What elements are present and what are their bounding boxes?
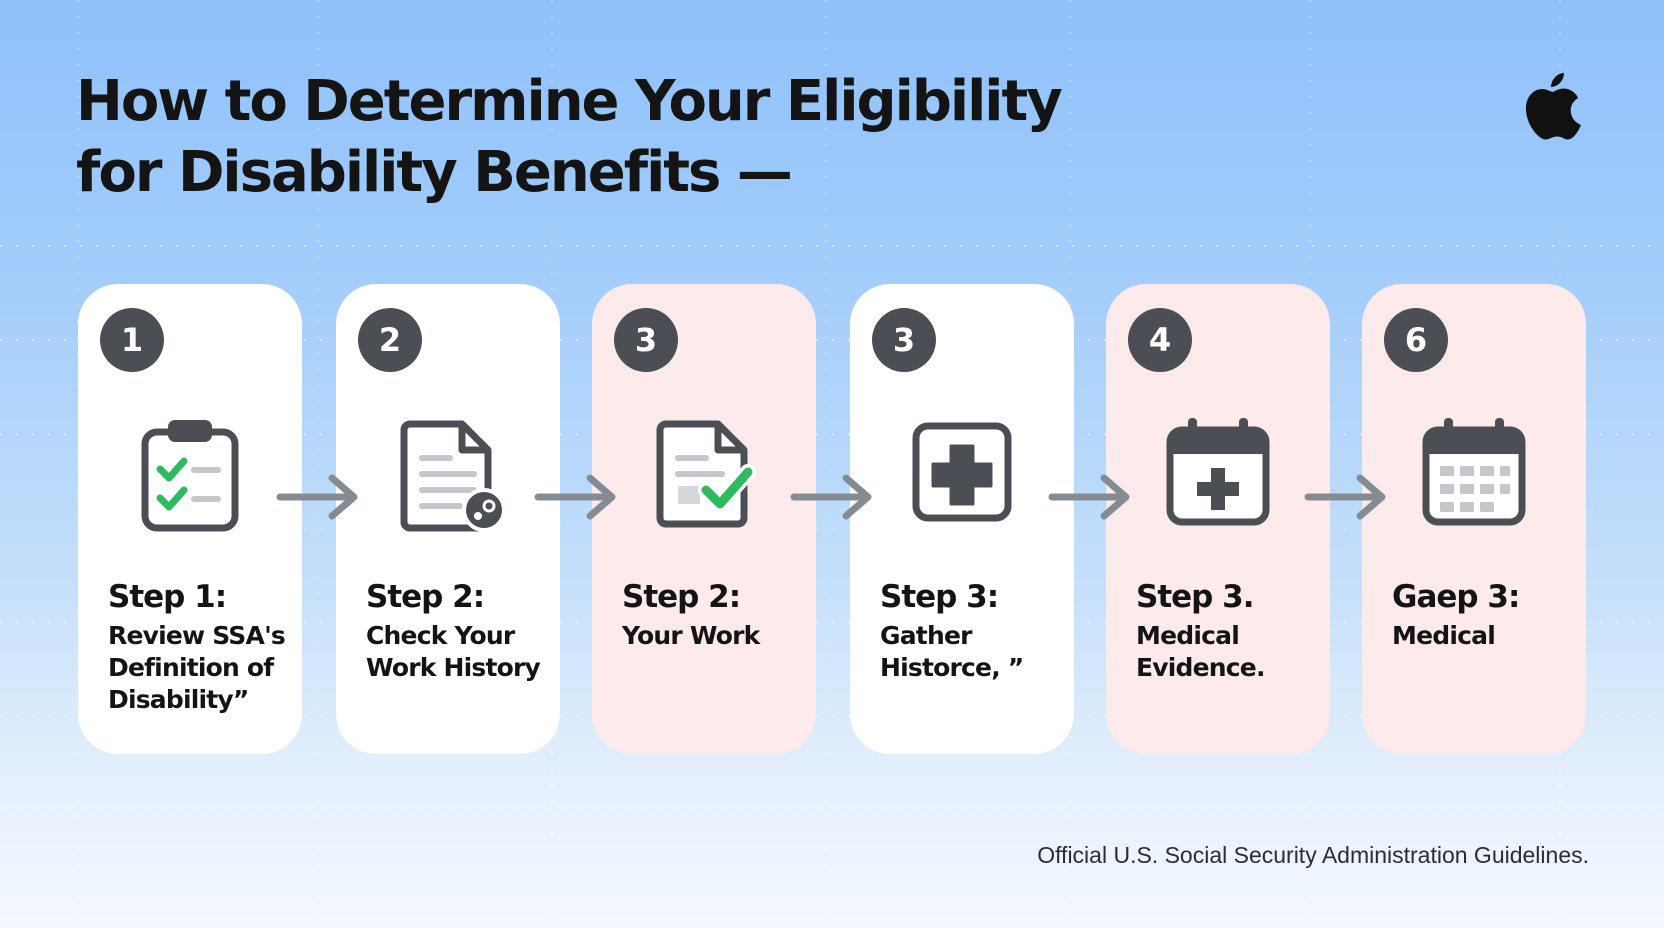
arrow-right-icon — [1304, 474, 1386, 520]
step-card-4: 3 Step 3: Gather Historce, ” — [850, 284, 1074, 754]
apple-logo-icon — [1525, 73, 1581, 140]
step-description: Your Work — [622, 621, 760, 650]
step-number-badge: 1 — [100, 308, 164, 372]
arrow-right-icon — [276, 474, 358, 520]
footer-source-note: Official U.S. Social Security Administra… — [1037, 842, 1589, 868]
step-number-badge: 3 — [614, 308, 678, 372]
document-icon — [400, 420, 506, 532]
step-description: Review SSA's Definition of Disability” — [108, 621, 286, 714]
step-card-1: 1 Step 1: Review SSA's Definition of Dis… — [78, 284, 302, 754]
step-number-badge: 2 — [358, 308, 422, 372]
step-description: Check Your Work History — [366, 621, 541, 682]
step-title: Gaep 3: — [1392, 579, 1520, 615]
step-card-6: 6 Gaep 3: Medical — [1362, 284, 1586, 754]
step-number-badge: 4 — [1128, 308, 1192, 372]
step-description: Gather Historce, ” — [880, 621, 1024, 682]
step-number-badge: 6 — [1384, 308, 1448, 372]
step-description: Medical Evidence. — [1136, 621, 1265, 682]
medical-calendar-icon — [1166, 418, 1270, 526]
step-title: Step 2: — [366, 579, 485, 615]
title-line-2: for Disability Benefits — — [76, 140, 793, 205]
clipboard-checklist-icon — [141, 420, 239, 532]
calendar-icon — [1422, 418, 1526, 526]
step-number-badge: 3 — [872, 308, 936, 372]
title-line-1: How to Determine Your Eligibility — [76, 69, 1063, 134]
arrow-right-icon — [1048, 474, 1130, 520]
step-title: Step 3: — [880, 579, 999, 615]
page-title: How to Determine Your Eligibility for Di… — [76, 66, 1063, 208]
step-card-3: 3 Step 2: Your Work — [592, 284, 816, 754]
step-description: Medical — [1392, 621, 1496, 650]
step-title: Step 1: — [108, 579, 227, 615]
document-check-icon — [656, 420, 756, 528]
step-title: Step 3. — [1136, 579, 1254, 615]
step-card-5: 4 Step 3. Medical Evidence. — [1106, 284, 1330, 754]
step-card-2: 2 Step 2: Check Your Work History — [336, 284, 560, 754]
arrow-right-icon — [790, 474, 872, 520]
medical-cross-icon — [912, 422, 1012, 522]
step-title: Step 2: — [622, 579, 741, 615]
arrow-right-icon — [534, 474, 616, 520]
